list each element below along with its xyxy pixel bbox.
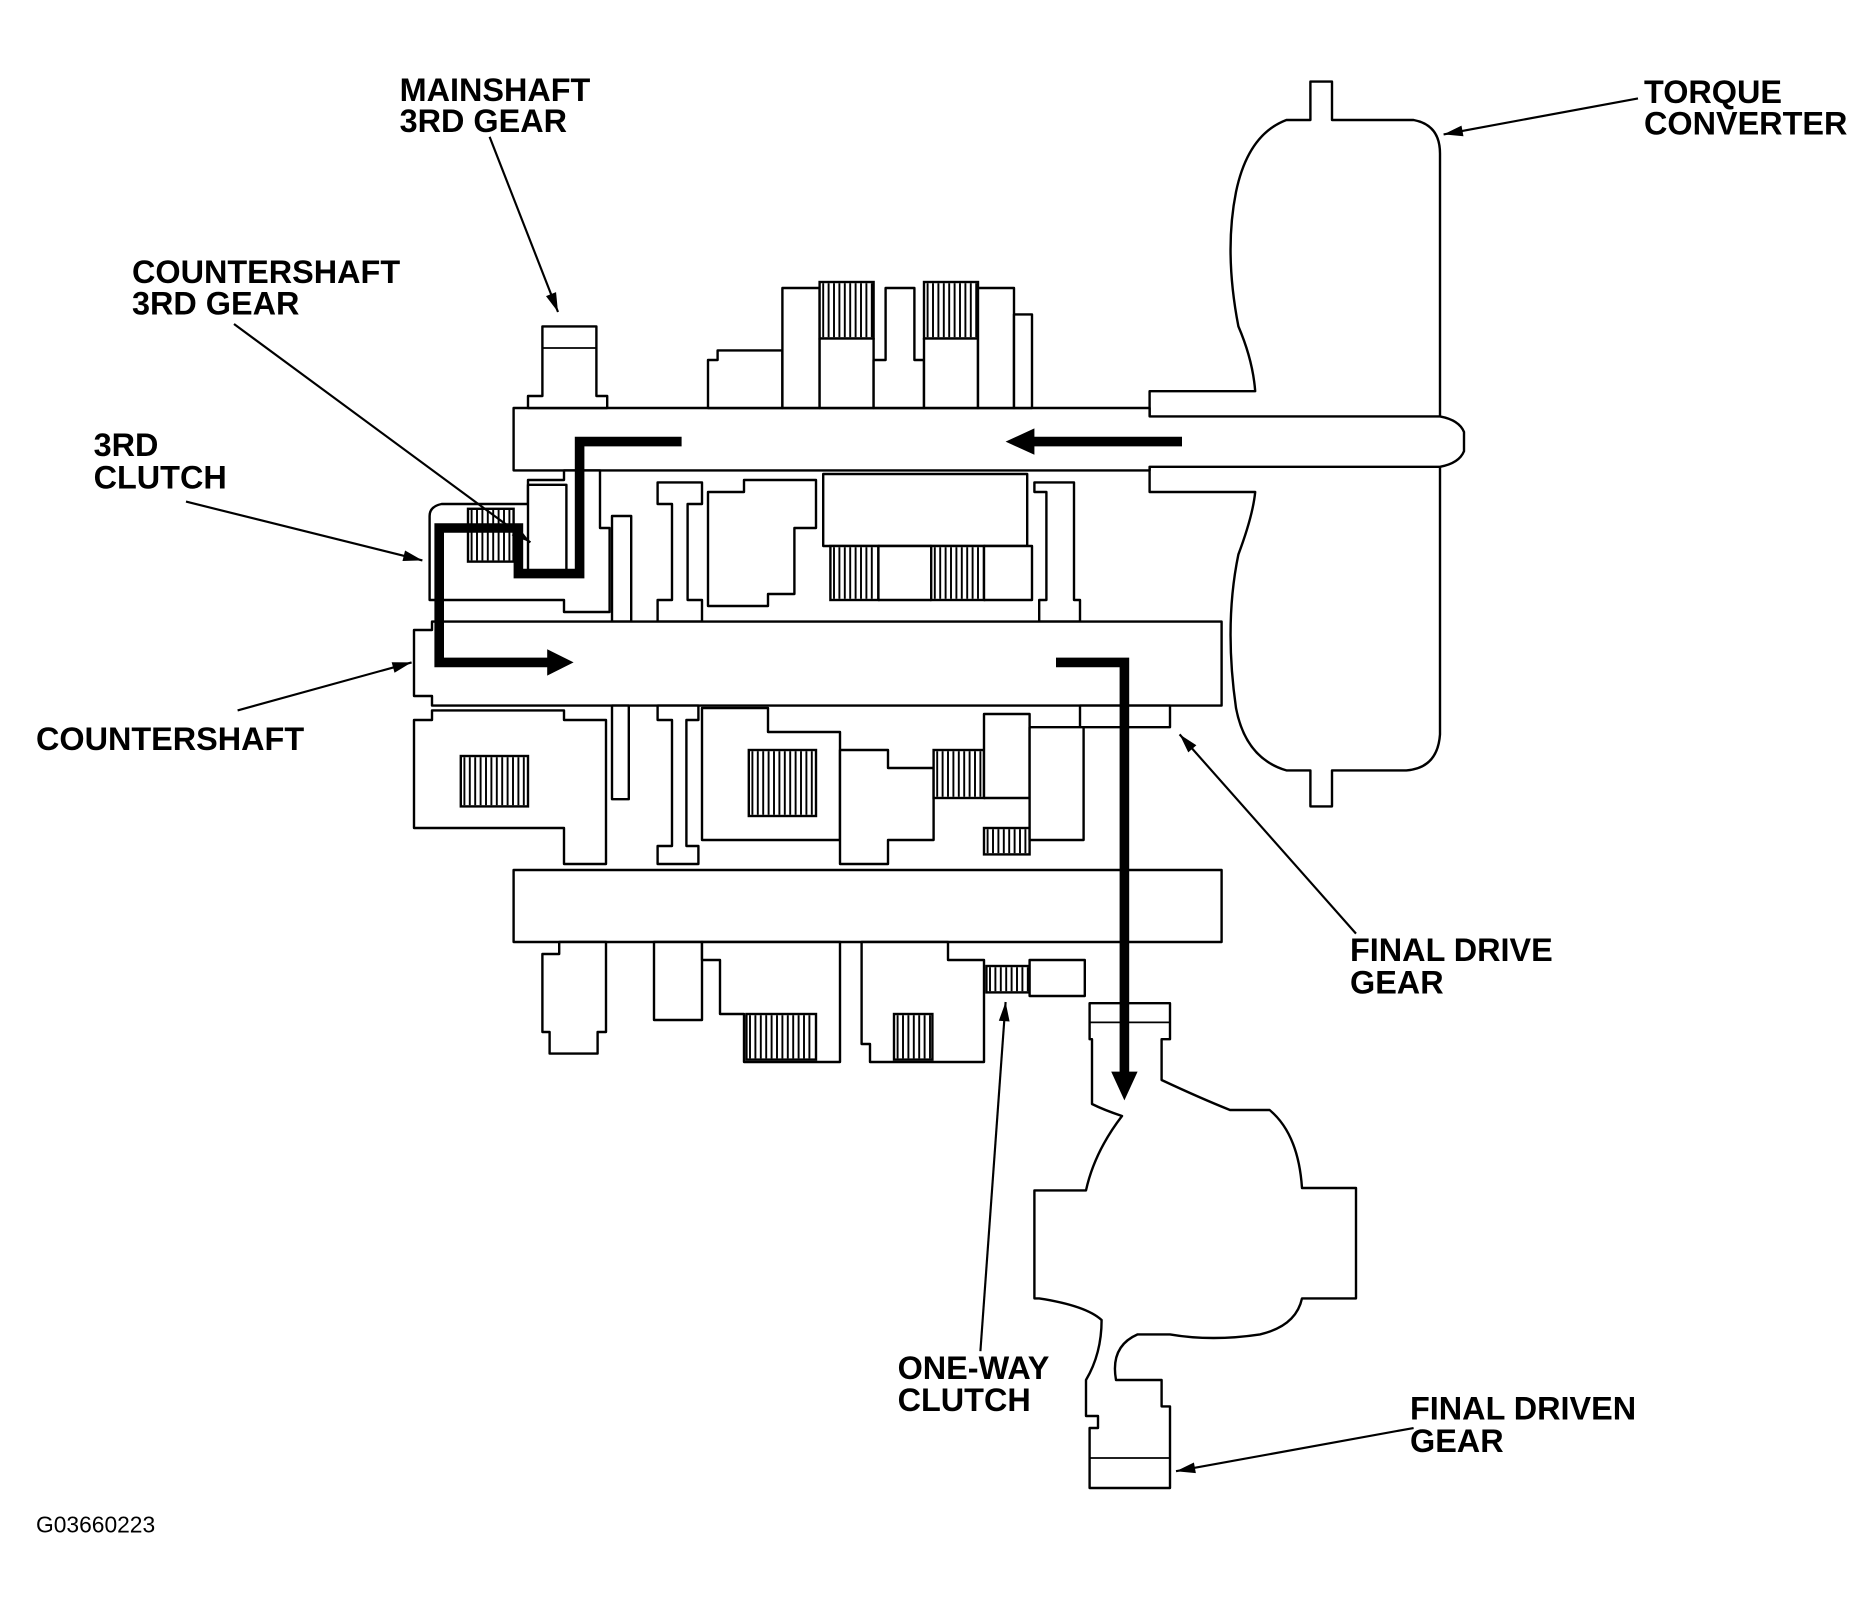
leader-arrowhead xyxy=(391,662,412,673)
labels: MAINSHAFT 3RD GEAR TORQUE CONVERTER COUN… xyxy=(36,72,1847,1538)
countershaft-3rd-gear xyxy=(526,483,568,573)
power-flow-output xyxy=(1056,657,1130,1075)
lower-right-gear xyxy=(1028,726,1085,842)
label-countershaft-3rd-gear-line2: 3RD GEAR xyxy=(132,285,299,321)
secondary-shaft xyxy=(512,868,1223,944)
power-flow-third-clutch xyxy=(434,436,682,668)
countershaft xyxy=(412,620,1223,707)
mid-gear-upper xyxy=(656,481,704,623)
label-mainshaft-3rd-gear-line2: 3RD GEAR xyxy=(400,103,567,139)
mid-servo-upper xyxy=(706,478,818,608)
power-flow-countershaft-arrowhead xyxy=(547,649,574,676)
mainshaft xyxy=(512,406,1466,472)
bottom-right-piece xyxy=(1028,958,1087,998)
leader-final-driven-gear xyxy=(1175,1426,1414,1473)
label-torque-converter-line1: TORQUE xyxy=(1644,74,1782,110)
label-one-way-clutch-line2: CLUTCH xyxy=(898,1382,1031,1418)
diagram-content: MAINSHAFT 3RD GEAR TORQUE CONVERTER COUN… xyxy=(36,72,1847,1538)
leader-arrowhead xyxy=(1443,125,1464,137)
power-flow-path xyxy=(434,428,1183,1101)
bottom-drum-right xyxy=(860,940,986,1064)
label-final-driven-gear-line1: FINAL DRIVEN xyxy=(1410,1391,1636,1427)
upper-drum-right-base xyxy=(922,337,980,410)
mid-upper-assembly xyxy=(428,469,1082,623)
leader-arrowhead xyxy=(1179,734,1197,753)
leader-torque-converter xyxy=(1443,97,1639,136)
lower-center-clutch-pack xyxy=(747,748,818,818)
label-final-drive-gear-line1: FINAL DRIVE xyxy=(1350,932,1553,968)
leader-lines xyxy=(185,97,1639,1474)
lower-drum-hub-upper xyxy=(822,472,1029,548)
mid-clutch-pack-right xyxy=(930,544,986,602)
label-torque-converter-line2: CONVERTER xyxy=(1644,105,1847,141)
mid-drum-right xyxy=(982,544,1034,602)
label-countershaft-3rd-gear-line1: COUNTERSHAFT xyxy=(132,254,400,290)
label-mainshaft-3rd-gear-line1: MAINSHAFT xyxy=(400,72,591,108)
lower-gear-piece xyxy=(982,712,1031,800)
third-clutch-pack xyxy=(466,507,515,563)
upper-drum-hub xyxy=(872,286,926,410)
mid-bracket-upper xyxy=(610,514,633,623)
leader-mainshaft-3rd-gear xyxy=(488,136,560,313)
label-third-clutch-line2: CLUTCH xyxy=(94,459,227,495)
upper-clutch-drum xyxy=(706,280,1034,410)
mid-lower-assembly xyxy=(412,704,1085,866)
leader-arrowhead xyxy=(545,292,558,312)
power-flow-output-arrowhead xyxy=(1111,1071,1138,1101)
leader-arrowhead xyxy=(511,526,531,543)
mid-bracket-lower xyxy=(610,704,631,801)
power-flow-input-arrowhead xyxy=(1005,428,1035,455)
differential-housing xyxy=(1033,1002,1358,1490)
bottom-assembly xyxy=(541,940,1087,1064)
leader-final-drive-gear xyxy=(1178,733,1357,935)
leader-countershaft xyxy=(237,661,412,712)
leader-arrowhead xyxy=(402,550,423,562)
leader-arrowhead xyxy=(998,1002,1010,1022)
leader-one-way-clutch xyxy=(979,1001,1007,1352)
mid-gear-right-upper xyxy=(1033,481,1082,623)
upper-drum-left-block xyxy=(706,349,784,410)
label-final-drive-gear-line2: GEAR xyxy=(1350,965,1444,1001)
mid-gear-lower xyxy=(656,704,700,866)
leader-third-clutch xyxy=(185,500,423,562)
label-countershaft: COUNTERSHAFT xyxy=(36,721,304,757)
bottom-left-gear xyxy=(541,940,608,1055)
mainshaft-3rd-gear xyxy=(526,325,609,410)
upper-drum-right-wall xyxy=(976,286,1016,410)
label-final-driven-gear-line2: GEAR xyxy=(1410,1423,1504,1459)
mid-drum-center xyxy=(877,544,933,602)
leader-countershaft-3rd-gear xyxy=(233,323,532,544)
label-one-way-clutch-line1: ONE-WAY xyxy=(898,1350,1050,1386)
lower-left-clutch-pack xyxy=(459,754,530,808)
figure-code: G03660223 xyxy=(36,1511,155,1537)
bottom-clutch-pack-left xyxy=(745,1012,818,1061)
upper-drum-left-base xyxy=(818,337,875,410)
one-way-clutch-upper xyxy=(982,826,1031,856)
upper-drum-right-step xyxy=(1012,313,1034,410)
leader-arrowhead xyxy=(1176,1462,1196,1474)
bottom-gear-piece xyxy=(652,940,704,1022)
mid-clutch-pack-left xyxy=(829,544,880,602)
label-third-clutch-line1: 3RD xyxy=(94,427,159,463)
upper-drum-left-wall xyxy=(781,286,821,410)
lower-drum-piece xyxy=(838,748,935,866)
